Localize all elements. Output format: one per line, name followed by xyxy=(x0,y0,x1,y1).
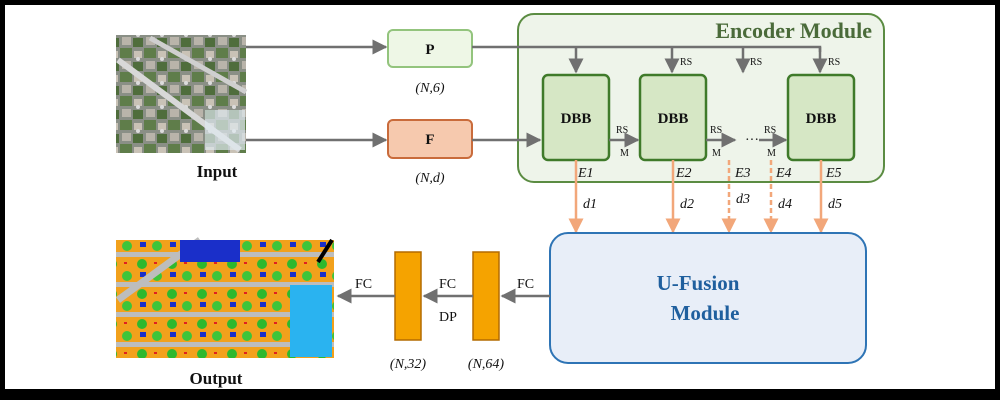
link-label-d5: d5 xyxy=(828,197,842,212)
f-box-label: F xyxy=(425,132,434,148)
encoder-output-e1: E1 xyxy=(577,166,594,181)
output-label: Output xyxy=(190,369,243,388)
output-image xyxy=(115,237,334,358)
rs-label-h3: RS xyxy=(764,125,776,136)
rs-label-h1: RS xyxy=(616,125,628,136)
rs-label-top-2: RS xyxy=(680,57,692,68)
link-label-d4: d4 xyxy=(778,197,792,212)
link-label-d1: d1 xyxy=(583,197,597,212)
m-label-h1: M xyxy=(620,148,629,159)
fc-label-3: FC xyxy=(355,277,372,292)
encoder-output-e5: E5 xyxy=(825,166,842,181)
input-label: Input xyxy=(197,162,238,181)
fc-layer-32 xyxy=(394,251,422,341)
link-label-d2: d2 xyxy=(680,197,694,212)
dbb-block-5: DBB xyxy=(786,73,856,162)
svg-text:DBB: DBB xyxy=(658,111,689,127)
u-fusion-title-1: U-Fusion xyxy=(657,271,740,295)
m-label-h3: M xyxy=(767,148,776,159)
dp-label: DP xyxy=(439,310,457,325)
fc-label-1: FC xyxy=(517,277,534,292)
fc-layer-32-dim: (N,32) xyxy=(390,357,427,372)
svg-text:DBB: DBB xyxy=(561,111,592,127)
rs-label-top-5: RS xyxy=(828,57,840,68)
rs-label-top-3: RS xyxy=(750,57,762,68)
p-box-label: P xyxy=(425,42,434,58)
dbb-block-2: DBB xyxy=(638,73,708,162)
encoder-title: Encoder Module xyxy=(715,18,872,43)
fc-label-2: FC xyxy=(439,277,456,292)
svg-text:DBB: DBB xyxy=(806,111,837,127)
rs-label-h2: RS xyxy=(710,125,722,136)
dbb-block-1: DBB xyxy=(541,73,611,162)
p-box-dim: (N,6) xyxy=(415,81,445,96)
p-box xyxy=(387,29,473,68)
u-fusion-module xyxy=(549,232,867,364)
encoder-output-e4: E4 xyxy=(775,166,792,181)
encoder-output-e3: E3 xyxy=(734,166,751,181)
u-fusion-title-2: Module xyxy=(671,301,740,325)
link-label-d3: d3 xyxy=(736,192,750,207)
f-box-dim: (N,d) xyxy=(415,171,445,186)
fc-layer-64 xyxy=(472,251,500,341)
encoder-ellipsis: ··· xyxy=(745,133,759,148)
fc-layer-64-dim: (N,64) xyxy=(468,357,505,372)
input-image xyxy=(116,35,248,153)
encoder-output-e2: E2 xyxy=(675,166,692,181)
m-label-h2: M xyxy=(712,148,721,159)
